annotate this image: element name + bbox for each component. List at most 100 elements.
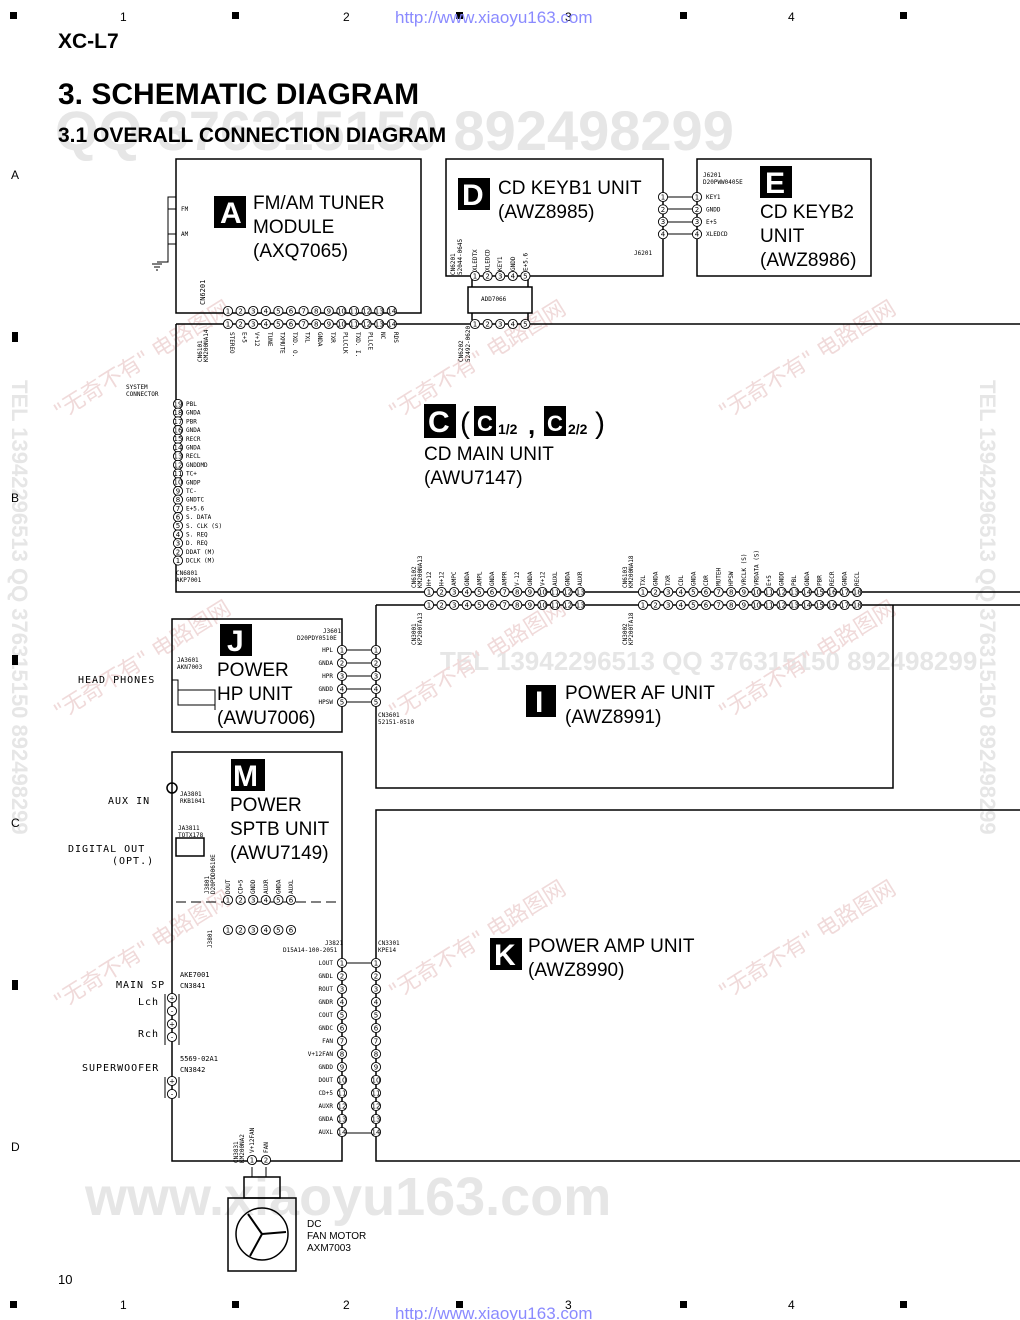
cn6103-pin-17 — [839, 586, 850, 598]
hp-pin-label: HPL — [322, 647, 333, 654]
j3821-pin-number: 5 — [340, 1011, 344, 1019]
cn6102-pin-number: 7 — [502, 588, 506, 596]
unit-j-name-2: HP UNIT — [217, 684, 293, 705]
cn6201-d-pin-1 — [469, 270, 481, 282]
cn3301-pin-6 — [370, 1022, 382, 1034]
col-mark-1: 1 — [120, 10, 127, 24]
badge-k-icon — [490, 938, 522, 970]
url-bottom-link[interactable]: http://www.xiaoyu163.com — [395, 1304, 592, 1320]
ja3801-part: RKB1041 — [180, 798, 206, 805]
j3801-top-pin-number: 4 — [264, 896, 269, 904]
j3601-pin-1 — [336, 644, 348, 656]
badge-i-icon — [526, 685, 556, 717]
af-b-pin-label: E+5 — [766, 575, 773, 586]
hp-pin-label: GNDD — [319, 686, 334, 693]
unit-k-name: POWER AMP UNIT — [528, 936, 695, 957]
cn3301-pin-number: 8 — [374, 1050, 378, 1058]
corner-mark — [900, 12, 907, 19]
j3801-top-part: D20PDD0610E — [210, 854, 217, 894]
cn6101-pin-13 — [374, 318, 385, 330]
cn6103-pin-4 — [675, 586, 686, 598]
cn6103-label: CN6103 — [622, 566, 629, 588]
j6201-d-pin-number: 1 — [661, 193, 665, 201]
j6201-e-pin-number: 1 — [695, 193, 699, 201]
cn3842-label: CN3842 — [180, 1066, 205, 1074]
cn6801-pin-number: 14 — [174, 444, 183, 452]
main-sp-terminal — [164, 994, 180, 1045]
ja3801-label: JA3801 — [180, 791, 202, 798]
j6201-d-pin-3 — [657, 216, 669, 227]
fan-icon — [235, 1207, 289, 1261]
url-top-link[interactable]: http://www.xiaoyu163.com — [395, 8, 592, 27]
side-mark — [12, 332, 18, 342]
aux-in-label: AUX IN — [108, 796, 150, 807]
cn6801-pin-number: 13 — [174, 453, 183, 461]
unit-d-jack: J6201 — [634, 250, 652, 257]
j3821-pin-8 — [336, 1048, 348, 1060]
unit-d-part: (AWZ8985) — [498, 202, 594, 223]
tuner-pin-label: RDS — [392, 332, 399, 343]
cn3301-pin-number: 10 — [372, 1076, 381, 1084]
cn6201-pin-3 — [248, 305, 259, 317]
cn6103-pin-number: 9 — [742, 588, 746, 596]
cn6201-d-pin-number: 4 — [511, 272, 516, 280]
corner-mark — [232, 12, 239, 19]
cn3002-pin-7 — [713, 599, 724, 611]
cn6103-pin-number: 7 — [716, 588, 720, 596]
keyb2-pin-label: GNDD — [706, 206, 721, 213]
cn3002-pin-8 — [726, 599, 737, 611]
unit-a-part: (AXQ7065) — [253, 241, 348, 262]
cn3002-pin-number: 10 — [752, 601, 761, 609]
col-mark-1-bottom: 1 — [120, 1298, 127, 1312]
unit-j-part: (AWU7006) — [217, 708, 316, 729]
af-b-pin-label: PBR — [816, 575, 823, 586]
cn3001-pin-6 — [486, 599, 498, 611]
j3821-pin-number: 1 — [340, 959, 344, 967]
badge-e-icon — [760, 166, 792, 198]
j3821-pin-number: 11 — [338, 1089, 347, 1097]
cn3301-pin-8 — [370, 1048, 382, 1060]
af-b-pin-label: HPSW — [728, 571, 735, 586]
j6201-e-pin-3 — [691, 216, 703, 227]
j6201-e-pin-number: 4 — [695, 231, 700, 239]
cn6102-pin-7 — [499, 586, 510, 598]
cn6101-pin-number: 9 — [327, 320, 331, 328]
j3821-pin-number: 2 — [340, 972, 344, 980]
cn6103-pin-number: 3 — [666, 588, 670, 596]
cn6101-pin-5 — [273, 318, 284, 330]
j3821-pin-number: 3 — [340, 985, 344, 993]
cn3601-pin-number: 3 — [374, 672, 378, 680]
j6201-e-pin-4 — [691, 229, 703, 240]
badge-c2-icon — [544, 406, 566, 436]
sptb-bottom-pin-label: CD+5 — [319, 1090, 334, 1097]
cn6201-d-pin-number: 2 — [485, 272, 489, 280]
superwoofer-terminal-pin-number: + — [169, 1077, 175, 1085]
cn6201-d-pin-number: 1 — [473, 272, 477, 280]
unit-d-name: CD KEYB1 UNIT — [498, 178, 642, 199]
link-add7066: ADD7066 — [481, 296, 507, 303]
cn3002-pin-number: 4 — [679, 601, 684, 609]
j3601-pin-number: 5 — [340, 698, 344, 706]
j3821-pin-number: 4 — [340, 998, 345, 1006]
j3601-pin-number: 3 — [340, 672, 344, 680]
ja3811-label: JA3811 — [178, 825, 200, 832]
cn3002-pin-2 — [650, 599, 661, 611]
af-b-pin-label: GNDA — [690, 571, 697, 586]
sptb-top-pin-label: GNDA — [275, 879, 282, 894]
main-sp-terminal-pin-- — [166, 1005, 178, 1017]
cn3002-pin-1 — [637, 599, 649, 611]
af-a-pin-label: H+12 — [439, 571, 446, 586]
cn6103-pin-2 — [650, 586, 661, 598]
af-a-pin-label: V+12 — [539, 571, 546, 586]
col-mark-4: 4 — [788, 10, 795, 24]
af-a-pin-label: V-12 — [514, 571, 521, 586]
cn6202-part: 52492-0620 — [465, 325, 472, 362]
external-labels: HEAD PHONES AUX IN DIGITAL OUT (OPT.) MA… — [68, 675, 366, 1254]
cn3001-pin-number: 11 — [551, 601, 560, 609]
page-number: 10 — [58, 1272, 72, 1287]
corner-mark — [456, 12, 463, 19]
unit-a-box — [175, 158, 422, 314]
watermark-tel-left: TEL 13942296513 QQ 376315150 892498299 — [7, 380, 32, 835]
cn6201-d-pin-3 — [495, 270, 506, 282]
unit-k-part: (AWZ8990) — [528, 960, 624, 981]
